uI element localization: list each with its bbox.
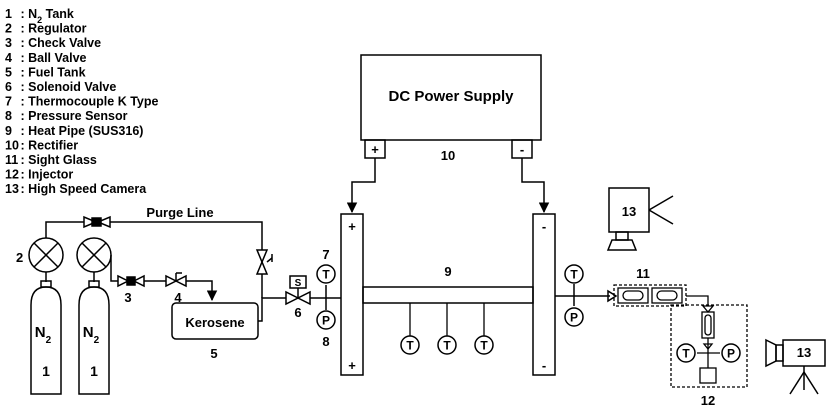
svg-text:T: T (480, 339, 488, 353)
legend-item: 13 : High Speed Camera (5, 182, 147, 196)
svg-text:-: - (542, 358, 546, 373)
pressure-sensor: P (564, 307, 584, 327)
tank-chem-label: N2 (35, 324, 52, 346)
heat-pipe-label: 9 (444, 264, 451, 279)
legend-item: 7 : Thermocouple K Type (5, 95, 158, 109)
purge-line (45, 215, 273, 298)
check-valve-label: 3 (124, 290, 131, 305)
thermocouple-sensor: T (564, 264, 584, 284)
pressure-sensor: P (316, 310, 336, 330)
legend-item: 2 : Regulator (5, 22, 87, 36)
svg-text:-: - (542, 219, 546, 234)
svg-text:+: + (348, 219, 356, 234)
solenoid-label: 6 (294, 305, 301, 320)
thermocouple-sensor: T (400, 335, 420, 355)
svg-text:T: T (406, 339, 414, 353)
injector-assembly (670, 304, 748, 388)
right-electrode: - - (532, 213, 556, 376)
tank-number-label: 1 (42, 363, 50, 379)
legend-item: 5 : Fuel Tank (5, 65, 86, 79)
n2-tank: N2 1 (78, 280, 110, 395)
n2-tanks: N2 1 N2 1 (30, 280, 110, 395)
legend-item: 11 : Sight Glass (5, 153, 97, 167)
legend-item: 1 : N2 Tank (5, 7, 74, 25)
svg-text:+: + (371, 142, 379, 157)
power-supply-title: DC Power Supply (388, 88, 514, 105)
thermocouple-sensor: T (316, 264, 336, 284)
camera-top-label: 13 (622, 204, 636, 219)
tank-number-label: 1 (90, 363, 98, 379)
camera-right (765, 338, 826, 395)
left-electrode: + + (340, 213, 364, 376)
injector-label: 12 (701, 393, 715, 408)
legend-item: 6 : Solenoid Valve (5, 80, 116, 94)
thermocouple-sensor: T (676, 343, 696, 363)
pressure-sensor: P (721, 343, 741, 363)
purge-line-label: Purge Line (146, 205, 213, 220)
svg-text:T: T (682, 347, 690, 361)
svg-text:P: P (727, 347, 735, 361)
regulators (28, 237, 112, 282)
ball-valve-label: 4 (174, 290, 182, 305)
pressure-sensor-label: 8 (322, 334, 329, 349)
sight-glass (613, 284, 709, 307)
dc-power-supply: DC Power Supply + - 10 (360, 54, 542, 163)
fuel-tank-label: 5 (210, 346, 217, 361)
thermocouple-sensor: T (437, 335, 457, 355)
kerosene-label: Kerosene (185, 315, 244, 330)
rectifier-label: 10 (441, 148, 455, 163)
svg-text:-: - (520, 142, 524, 157)
outlet-sensors: TP (564, 264, 584, 327)
legend-item: 9 : Heat Pipe (SUS316) (5, 124, 143, 138)
thermocouple-label: 7 (322, 247, 329, 262)
sight-glass-label: 11 (636, 266, 650, 281)
inlet-sensors: TP (316, 264, 336, 330)
camera-top (606, 187, 674, 251)
svg-text:P: P (322, 314, 330, 328)
legend-item: 8 : Pressure Sensor (5, 109, 128, 123)
svg-text:P: P (570, 311, 578, 325)
fuel-tank: Kerosene 5 (171, 302, 259, 361)
svg-text:T: T (443, 339, 451, 353)
regulator-label: 2 (16, 250, 23, 265)
svg-text:+: + (348, 358, 356, 373)
outlet-line (555, 284, 618, 306)
legend-item: 4 : Ball Valve (5, 51, 87, 65)
heat-pipe: 9 (362, 264, 534, 336)
legend-item: 10 : Rectifier (5, 138, 78, 152)
power-wires (346, 158, 550, 214)
thermocouple-sensor: T (474, 335, 494, 355)
legend-item: 12 : Injector (5, 168, 73, 182)
fuel-feed-line (110, 255, 218, 302)
svg-text:T: T (322, 268, 330, 282)
tank-outlet-line (258, 275, 341, 322)
legend-item: 3 : Check Valve (5, 36, 101, 50)
svg-text:T: T (570, 268, 578, 282)
solenoid-box-label: S (295, 278, 302, 289)
camera-right-label: 13 (797, 345, 811, 360)
tank-chem-label: N2 (83, 324, 100, 346)
n2-tank: N2 1 (30, 280, 62, 395)
